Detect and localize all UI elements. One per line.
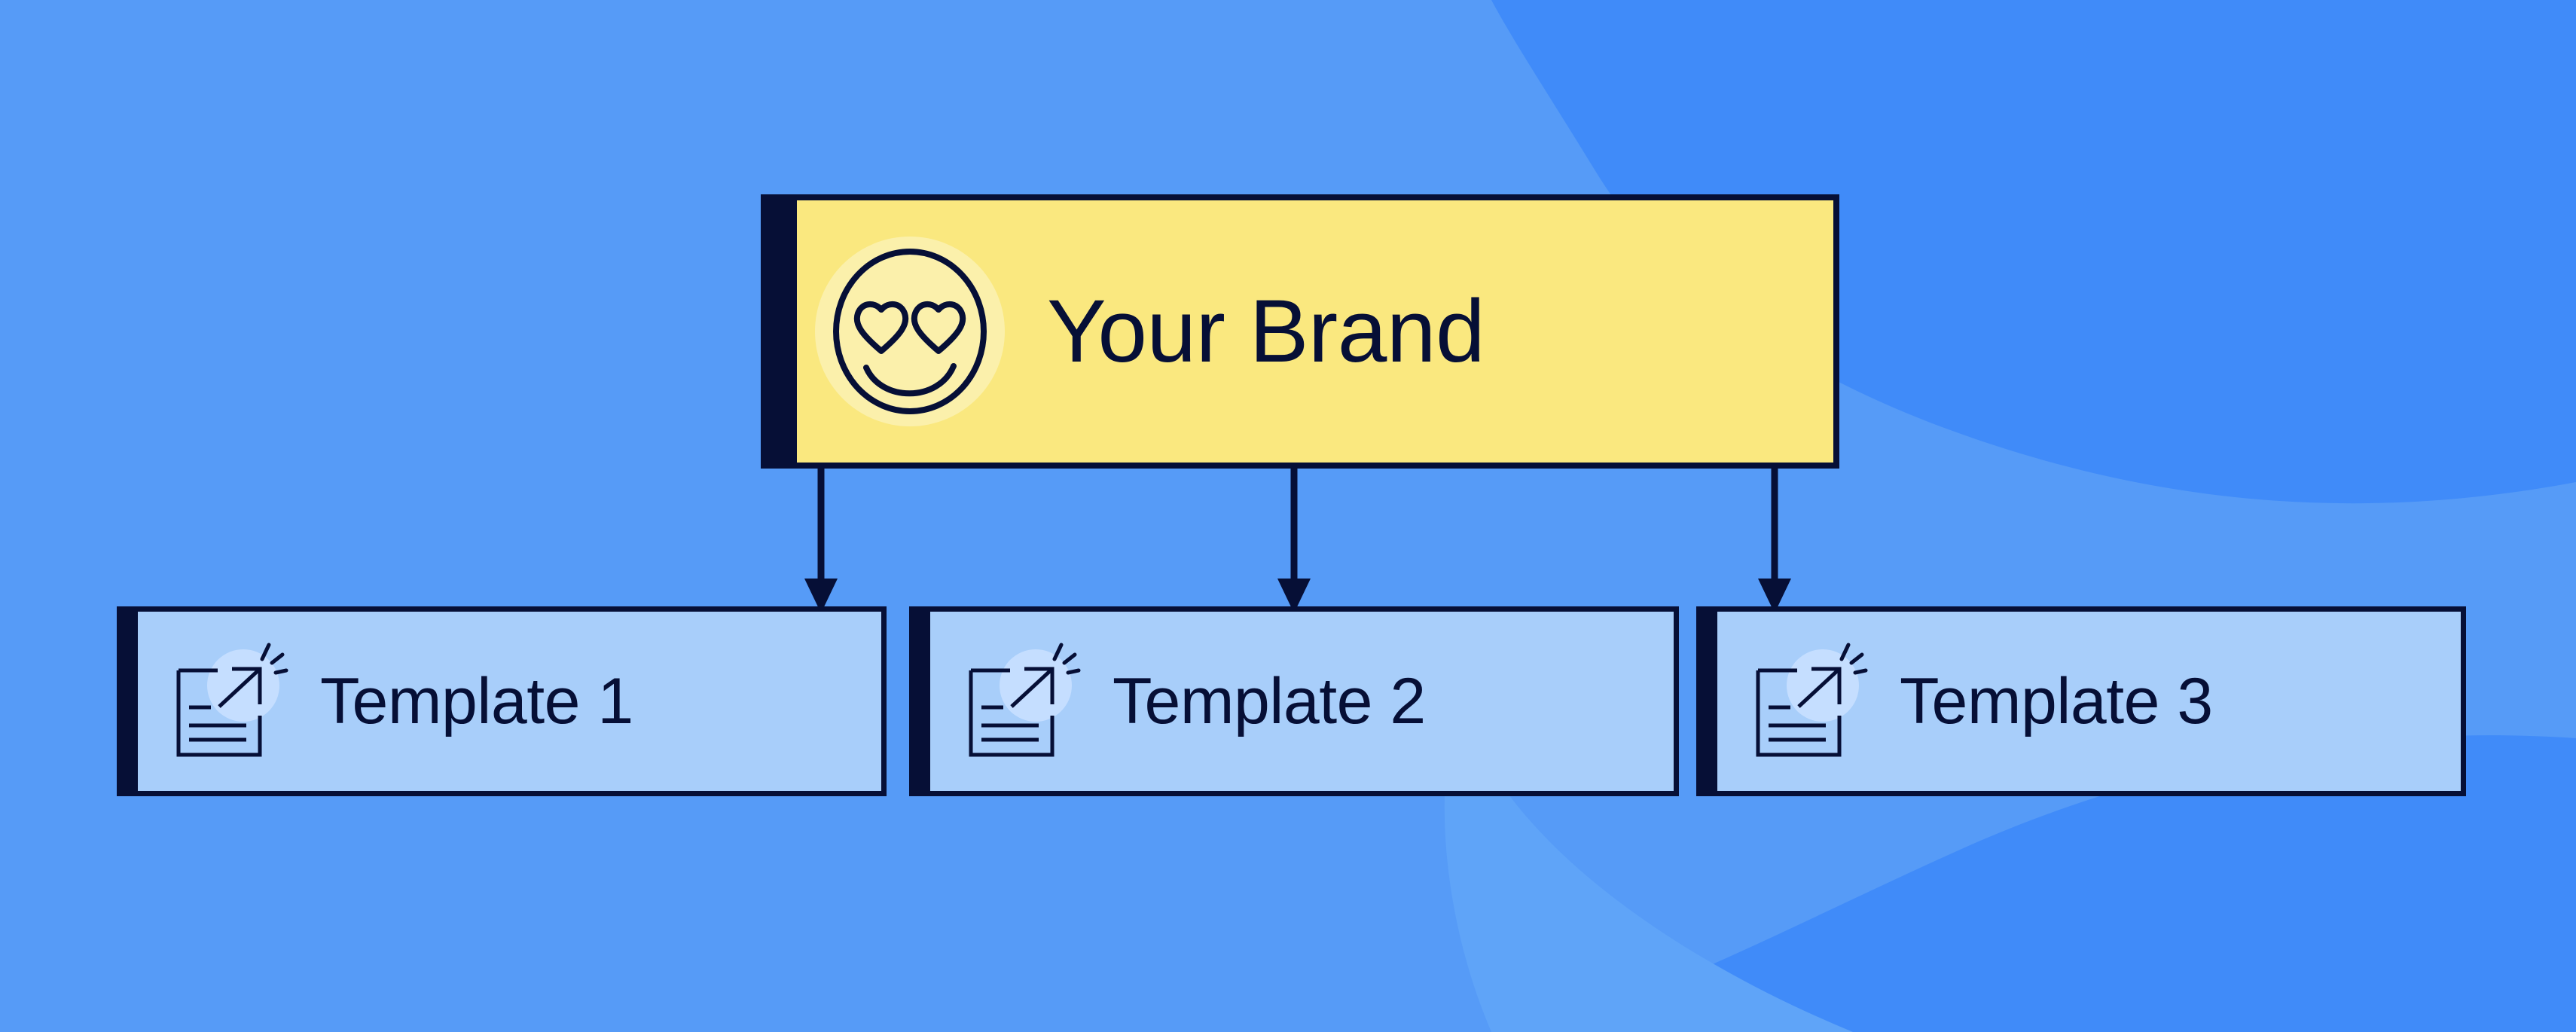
brand-node-label: Your Brand (1047, 282, 1485, 381)
connector-arrow-template-3 (1758, 466, 1791, 613)
smiley-heart-eyes-icon (809, 231, 1011, 432)
template-node-2[interactable]: Template 2 (909, 606, 1679, 796)
template-node-3-surface: Template 3 (1717, 612, 2461, 791)
template-node-3-label: Template 3 (1900, 665, 2213, 737)
background-blob-top-right (1491, 0, 2576, 504)
template-node-1-surface: Template 1 (138, 612, 881, 791)
template-node-3[interactable]: Template 3 (1696, 606, 2466, 796)
background-blob-bottom-right (1544, 735, 2576, 1032)
document-arrow-sparkle-icon (959, 640, 1081, 762)
document-arrow-sparkle-icon (1746, 640, 1868, 762)
brand-node-surface: Your Brand (797, 200, 1833, 463)
template-node-2-surface: Template 2 (930, 612, 1674, 791)
template-node-1[interactable]: Template 1 (117, 606, 887, 796)
brand-node[interactable]: Your Brand (761, 194, 1839, 469)
document-arrow-sparkle-icon (166, 640, 288, 762)
template-node-2-label: Template 2 (1113, 665, 1426, 737)
background-blob-bottom-accent (1444, 701, 1853, 1032)
connector-arrow-template-2 (1277, 466, 1311, 613)
connector-arrow-template-1 (804, 466, 838, 613)
template-node-1-label: Template 1 (320, 665, 633, 737)
